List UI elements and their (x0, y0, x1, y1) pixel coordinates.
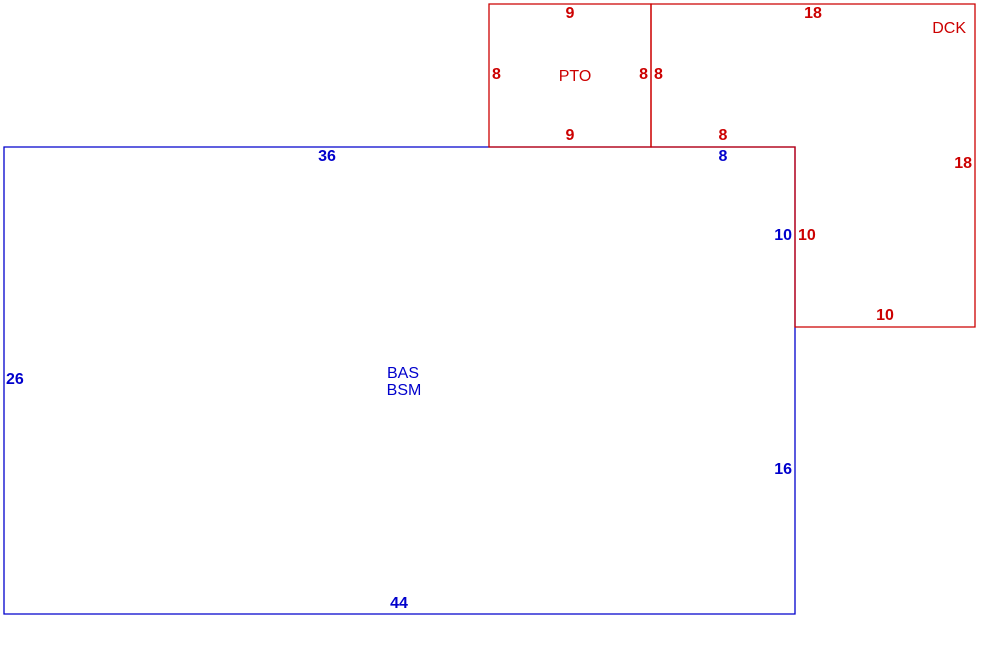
deck-dim-top: 18 (804, 5, 822, 22)
porch-labels: 9 9 8 8 PTO (492, 5, 648, 144)
base-area-labels: 36 8 26 44 10 16 BAS BSM (6, 148, 792, 612)
deck-dim-right: 18 (954, 155, 972, 172)
base-area-code-primary: BAS (387, 365, 419, 382)
deck-dim-left-upper: 8 (654, 66, 663, 83)
base-dim-top-right: 8 (719, 148, 728, 165)
base-dim-bottom: 44 (390, 595, 408, 612)
base-area-code-secondary: BSM (387, 382, 422, 399)
porch-dim-top: 9 (566, 5, 575, 22)
deck-labels: 18 8 8 18 10 10 DCK (654, 5, 972, 324)
porch-dim-left: 8 (492, 66, 501, 83)
porch-dim-bottom: 9 (566, 127, 575, 144)
base-dim-left: 26 (6, 371, 24, 388)
porch-dim-right: 8 (639, 66, 648, 83)
base-dim-right-lower: 16 (774, 461, 792, 478)
deck-dim-bottom: 10 (876, 307, 894, 324)
deck-code: DCK (932, 20, 966, 37)
porch-code: PTO (559, 68, 592, 85)
base-dim-top-left: 36 (318, 148, 336, 165)
deck-dim-inner-bottom: 8 (719, 127, 728, 144)
deck-outline (650, 3, 976, 328)
base-dim-right-upper: 10 (774, 227, 792, 244)
deck-dim-left-lower: 10 (798, 227, 816, 244)
